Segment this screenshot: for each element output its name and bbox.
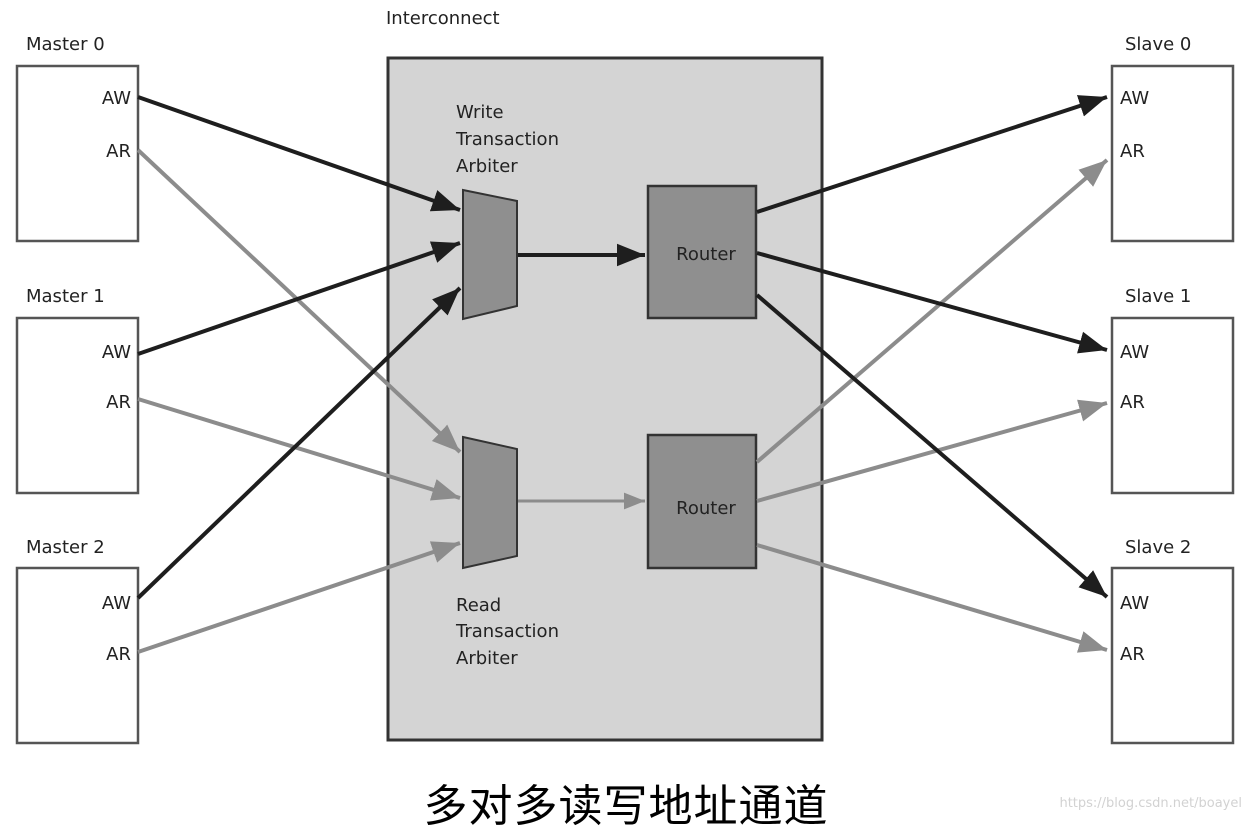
interconnect-title: Interconnect [386,8,500,29]
slave-box [1110,316,1235,495]
master-2: Master 2 AW AR [15,537,140,745]
arrow-m2-aw-to-write-arbiter [136,286,462,600]
write-arbiter-label-line1: Write [456,102,504,123]
write-arbiter-label-line2: Transaction [455,129,559,150]
slave-1: Slave 1 AW AR [1110,286,1235,495]
master-box [15,566,140,745]
slave-label: Slave 0 [1125,34,1191,55]
read-router-label: Router [676,498,736,519]
arrow-m1-aw-to-write-arbiter [137,241,461,356]
read-arbiter-label-line1: Read [456,595,501,616]
figure-caption: 多对多读写地址通道 [423,781,829,832]
interconnect-box [386,56,824,742]
port-aw: AW [1120,593,1149,614]
read-router [646,433,758,570]
write-router-label: Router [676,244,736,265]
slave-2: Slave 2 AW AR [1110,537,1235,745]
arrow-m0-ar-to-read-arbiter [136,148,462,454]
arrow-write-router-to-s0-aw [756,95,1108,214]
master-1: Master 1 AW AR [15,286,140,495]
master-box [15,64,140,243]
arrow-read-router-to-s1-ar [756,399,1108,503]
watermark: https://blog.csdn.net/boayel [1059,796,1242,811]
port-ar: AR [106,392,131,413]
write-router [646,184,758,320]
port-ar: AR [1120,141,1145,162]
master-box [15,316,140,495]
arrow-write-router-to-s2-aw [755,293,1109,599]
master-label: Master 2 [26,537,105,558]
slave-label: Slave 2 [1125,537,1191,558]
arrow-write-router-to-s1-aw [756,251,1108,354]
write-arbiter-mux [462,188,518,321]
read-arbiter-mux [462,435,518,570]
port-ar: AR [106,644,131,665]
slave-box [1110,566,1235,745]
arrow-m1-ar-to-read-arbiter [137,397,461,501]
port-ar: AR [106,141,131,162]
master-label: Master 1 [26,286,105,307]
port-aw: AW [1120,88,1149,109]
read-arbiter-label-line2: Transaction [455,621,559,642]
arrow-m0-aw-to-write-arbiter [137,95,461,212]
arrow-read-router-to-s2-ar [756,543,1108,653]
write-arbiter-label-line3: Arbiter [456,156,518,177]
port-aw: AW [102,342,131,363]
master-0: Master 0 AW AR [15,34,140,243]
master-label: Master 0 [26,34,105,55]
port-ar: AR [1120,392,1145,413]
port-ar: AR [1120,644,1145,665]
port-aw: AW [1120,342,1149,363]
arrow-m2-ar-to-read-arbiter [137,541,461,654]
slave-label: Slave 1 [1125,286,1191,307]
port-aw: AW [102,593,131,614]
slave-box [1110,64,1235,243]
port-aw: AW [102,88,131,109]
arrow-read-router-to-s0-ar [755,158,1109,464]
read-arbiter-label-line3: Arbiter [456,648,518,669]
slave-0: Slave 0 AW AR [1110,34,1235,243]
